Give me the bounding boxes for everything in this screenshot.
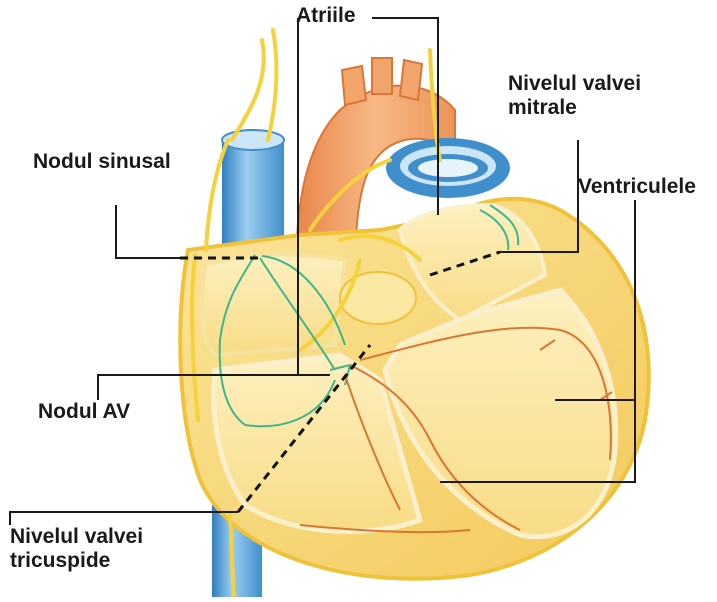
label-nivelul-valvei-tricuspide: Nivelul valvei tricuspide	[10, 525, 143, 573]
label-tricuspide-line1: Nivelul valvei	[10, 525, 143, 549]
label-tricuspide-line2: tricuspide	[10, 549, 143, 573]
label-nodul-av-text: Nodul AV	[38, 400, 130, 424]
label-mitrale-line2: mitrale	[508, 96, 641, 120]
label-nodul-av: Nodul AV	[38, 400, 130, 424]
pulmonary-ring	[386, 138, 510, 198]
label-atriile-text: Atriile	[296, 4, 356, 28]
label-nodul-sinusal: Nodul sinusal	[33, 150, 171, 174]
label-mitrale-line1: Nivelul valvei	[508, 72, 641, 96]
label-nivelul-valvei-mitrale: Nivelul valvei mitrale	[508, 72, 641, 120]
label-ventriculele: Ventriculele	[578, 175, 696, 199]
label-ventriculele-text: Ventriculele	[578, 175, 696, 199]
label-atriile: Atriile	[296, 4, 356, 28]
label-nodul-sinusal-text: Nodul sinusal	[33, 150, 171, 174]
